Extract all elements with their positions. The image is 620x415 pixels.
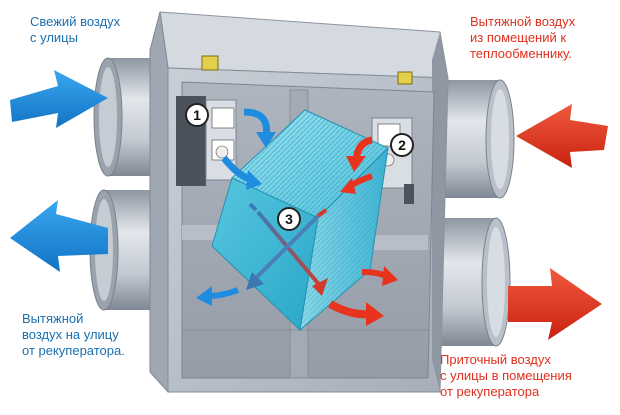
room-exhaust-label-line-2: из помещений к [470, 30, 567, 45]
room-exhaust-label: Вытяжной воздух из помещений к теплообме… [470, 14, 575, 62]
fresh-air-label-line-1: Свежий воздух [30, 14, 121, 29]
fresh-air-label: Свежий воздух с улицы [30, 14, 120, 46]
marker-1-label: 1 [193, 107, 201, 123]
exhaust-to-street-label-line-3: от рекуператора. [22, 343, 125, 358]
fresh-air-inlet-arrow [10, 70, 108, 128]
marker-2-label: 2 [398, 137, 406, 153]
supply-air-label-line-2: с улицы в помещения [440, 368, 572, 383]
supply-outlet-arrow [508, 268, 602, 340]
marker-3: 3 [277, 207, 301, 231]
fan-1 [176, 96, 237, 186]
right-top-duct [440, 79, 515, 199]
exhaust-outlet-arrow [10, 200, 108, 272]
heat-exchanger [211, 109, 389, 332]
marker-3-label: 3 [285, 211, 293, 227]
exhaust-to-street-label: Вытяжной воздух на улицу от рекуператора… [22, 311, 125, 359]
supply-air-label-line-3: от рекуператора [440, 384, 540, 399]
marker-2: 2 [390, 133, 414, 157]
marker-1: 1 [185, 103, 209, 127]
fresh-air-label-line-2: с улицы [30, 30, 78, 45]
cross-flow-arrows [246, 202, 328, 296]
supply-air-label: Приточный воздух с улицы в помещения от … [440, 352, 572, 400]
room-exhaust-label-line-3: теплообменнику. [470, 46, 572, 61]
supply-air-label-line-1: Приточный воздух [440, 352, 551, 367]
latch-right [397, 71, 413, 85]
latch-left [201, 55, 219, 71]
exhaust-to-street-label-line-2: воздух на улицу [22, 327, 119, 342]
room-exhaust-label-line-1: Вытяжной воздух [470, 14, 576, 29]
room-exhaust-inlet-arrow [516, 104, 608, 168]
exhaust-to-street-label-line-1: Вытяжной [22, 311, 84, 326]
